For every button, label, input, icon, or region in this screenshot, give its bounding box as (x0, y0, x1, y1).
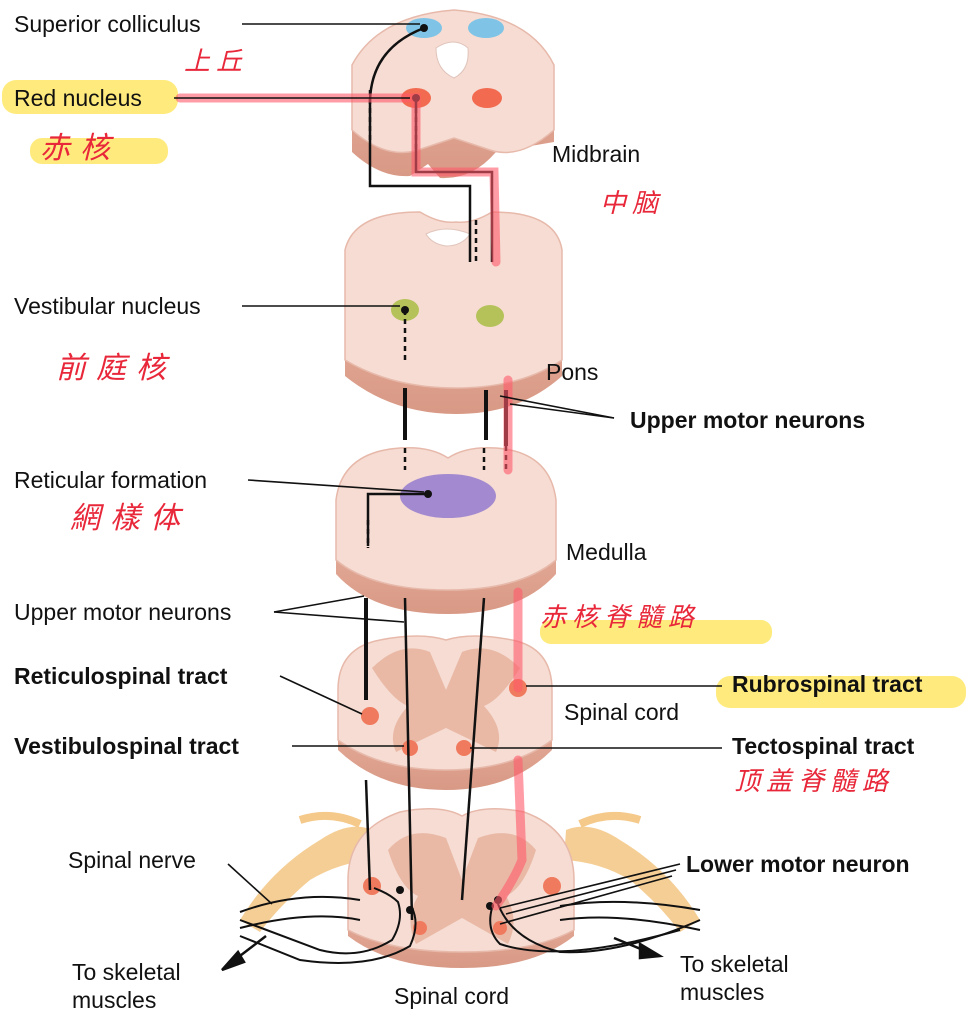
label-vestibular-nucleus: Vestibular nucleus (14, 293, 201, 319)
label-reticular-formation: Reticular formation (14, 467, 207, 493)
label-to-skeletal-left-2: muscles (72, 987, 156, 1013)
label-spinal-cord-middle: Spinal cord (564, 699, 679, 725)
red-nucleus-right (472, 88, 502, 108)
label-to-skeletal-right-1: To skeletal (680, 951, 789, 977)
label-pons: Pons (546, 359, 598, 385)
vestibulospinal-tract-dot (402, 740, 418, 756)
tectospinal-tract-dot (456, 740, 472, 756)
annotation-tectospinal: 顶盖脊髓路 (734, 767, 894, 797)
reticular-formation-region (400, 474, 496, 518)
label-medulla: Medulla (566, 539, 647, 565)
annotation-red-nucleus: 赤核 (40, 131, 120, 166)
rubrospinal-path-highlight (175, 93, 527, 911)
marker-highlights (2, 80, 966, 708)
leader-lines (174, 23, 722, 925)
superior-colliculus-right (468, 18, 504, 38)
spinal-cord-bottom-section (240, 808, 700, 968)
annotation-midbrain: 中脑 (600, 189, 664, 219)
label-tectospinal-tract: Tectospinal tract (732, 733, 915, 759)
label-to-skeletal-left-1: To skeletal (72, 959, 181, 985)
label-midbrain: Midbrain (552, 141, 640, 167)
label-superior-colliculus: Superior colliculus (14, 11, 201, 37)
label-upper-motor-neurons-left: Upper motor neurons (14, 599, 231, 625)
label-vestibulospinal-tract: Vestibulospinal tract (14, 733, 239, 759)
label-spinal-nerve: Spinal nerve (68, 847, 196, 873)
label-reticulospinal-tract: Reticulospinal tract (14, 663, 228, 689)
label-spinal-cord-bottom: Spinal cord (394, 983, 509, 1009)
muscle-arrows (221, 935, 664, 972)
label-rubrospinal-tract: Rubrospinal tract (732, 671, 923, 697)
annotation-vestibular-nucleus: 前庭核 (56, 351, 176, 386)
vestibular-nucleus-right (476, 305, 504, 327)
annotation-reticular-formation: 網樣体 (70, 501, 190, 536)
pons-section (344, 211, 563, 414)
label-to-skeletal-right-2: muscles (680, 979, 764, 1005)
annotation-rubrospinal: 赤核脊髓路 (540, 603, 700, 633)
reticulospinal-tract-dot (361, 707, 379, 725)
label-upper-motor-neurons-right: Upper motor neurons (630, 407, 865, 433)
label-lower-motor-neuron: Lower motor neuron (686, 851, 910, 877)
label-red-nucleus: Red nucleus (14, 85, 142, 111)
medulla-section (335, 446, 557, 614)
annotation-superior-colliculus: 上丘 (184, 47, 248, 77)
